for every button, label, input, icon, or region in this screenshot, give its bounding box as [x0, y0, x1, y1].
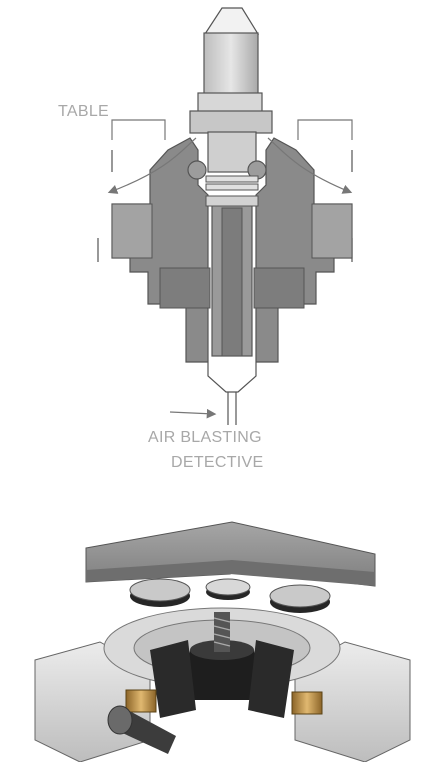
o-ring-left — [187, 160, 207, 180]
shaft-shoulder — [197, 92, 263, 114]
wing-left — [111, 203, 153, 259]
air-arrow-left — [107, 137, 197, 194]
cross-section-diagram — [97, 7, 353, 425]
input-shaft-end — [107, 705, 133, 735]
brass-gear-right — [291, 691, 323, 715]
wing-right — [311, 203, 353, 259]
piston-rod — [221, 207, 243, 357]
bearing-right-top — [269, 584, 331, 608]
lower-block-left — [159, 267, 211, 309]
label-table: TABLE — [58, 103, 109, 120]
housing-cutaway-left — [150, 640, 196, 718]
lower-block-right — [253, 267, 305, 309]
central-spring — [214, 612, 230, 652]
bearing-left-top — [129, 578, 191, 602]
upper-shaft — [203, 32, 259, 96]
table-left-edge — [97, 150, 113, 262]
top-plate-face — [86, 560, 375, 586]
shaft-tip — [203, 7, 260, 35]
base-frame-right — [294, 641, 411, 762]
table-outline-left — [111, 119, 166, 140]
nozzle — [207, 362, 257, 393]
piston-cap — [205, 195, 259, 207]
shaft-neck — [207, 131, 257, 173]
brass-gear-left — [125, 689, 157, 713]
spring-coils — [213, 617, 231, 647]
central-drive — [182, 650, 262, 700]
seal-band-2 — [205, 183, 259, 191]
table-outline-right — [297, 119, 353, 140]
housing-cutaway-right — [248, 640, 294, 718]
label-air-blasting: AIR BLASTING — [148, 429, 262, 446]
air-arrow-right — [267, 137, 353, 194]
seal-band-1 — [205, 175, 259, 183]
label-detective: DETECTIVE — [171, 454, 264, 471]
shaft-collar — [189, 110, 273, 134]
3d-render — [34, 521, 411, 762]
bearing-center-top — [205, 578, 251, 596]
air-inlet-arrow — [169, 408, 217, 419]
